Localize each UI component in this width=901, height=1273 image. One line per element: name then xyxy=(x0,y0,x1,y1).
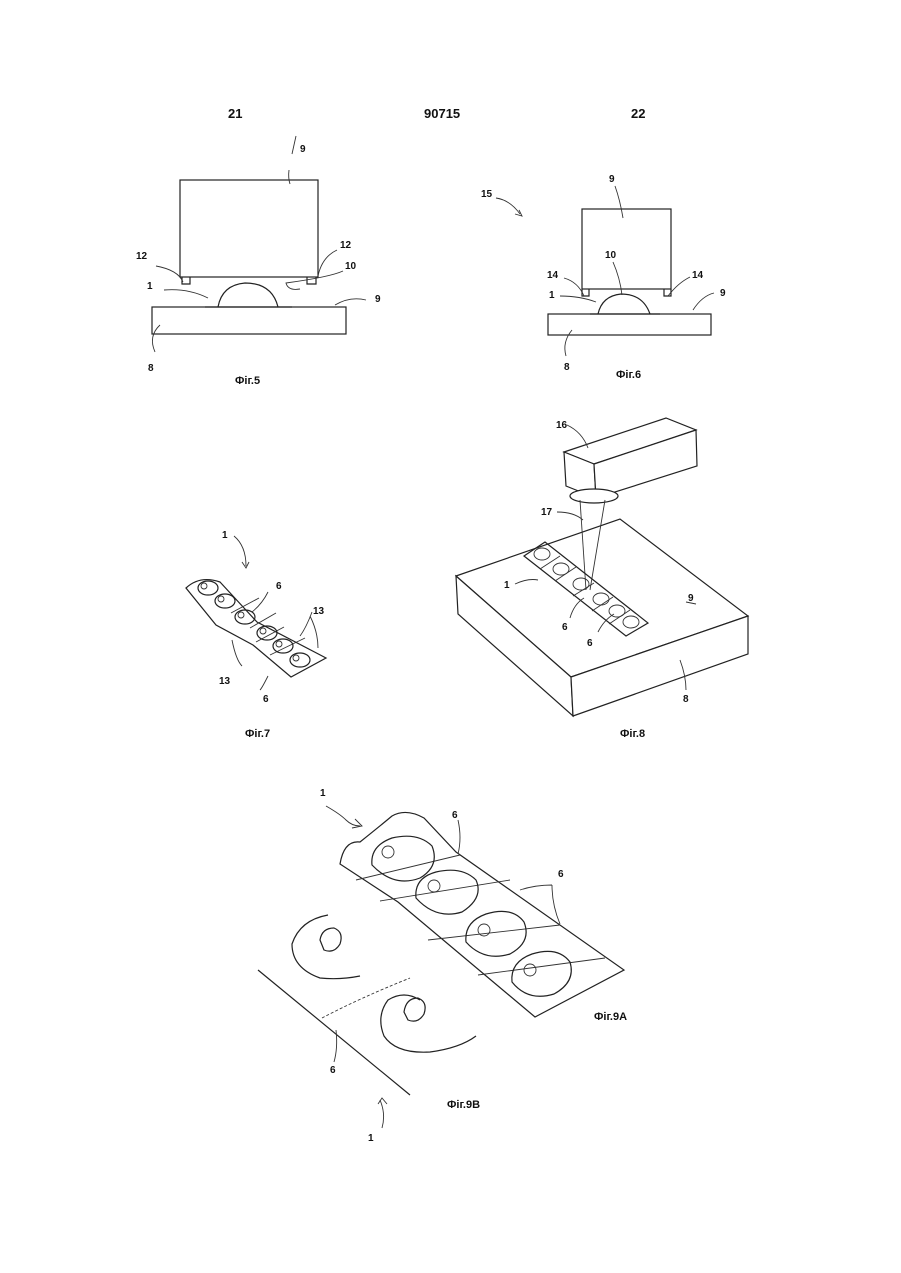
label-14-left: 14 xyxy=(547,270,559,281)
figure-7: 1 6 13 13 6 Фіг.7 xyxy=(186,530,326,740)
label-6-top: 6 xyxy=(276,581,282,592)
label-12-left: 12 xyxy=(136,251,148,262)
label-9-layer: 9 xyxy=(375,294,381,305)
label-16: 16 xyxy=(556,420,568,431)
label-9-top: 9 xyxy=(300,144,306,155)
label-15: 15 xyxy=(481,189,493,200)
label-6-bottom: 6 xyxy=(263,694,269,705)
label-6-right: 6 xyxy=(558,869,564,880)
label-10: 10 xyxy=(345,261,357,272)
caption-fig5: Фіг.5 xyxy=(235,375,260,387)
label-13-right: 13 xyxy=(313,606,325,617)
label-1: 1 xyxy=(504,580,510,591)
label-14-right: 14 xyxy=(692,270,704,281)
figure-9b: 6 1 Фіг.9В xyxy=(258,915,480,1144)
label-6-b: 6 xyxy=(587,638,593,649)
label-1: 1 xyxy=(549,290,555,301)
label-8: 8 xyxy=(683,694,689,705)
caption-fig9a: Фіг.9А xyxy=(594,1011,627,1023)
label-9-top: 9 xyxy=(609,174,615,185)
figure-8: 16 17 1 9 6 6 8 Фіг.8 xyxy=(456,418,748,740)
label-6-a: 6 xyxy=(562,622,568,633)
label-9-layer: 9 xyxy=(720,288,726,299)
label-17: 17 xyxy=(541,507,553,518)
label-1: 1 xyxy=(368,1133,374,1144)
label-6: 6 xyxy=(330,1065,336,1076)
label-10: 10 xyxy=(605,250,617,261)
caption-fig7: Фіг.7 xyxy=(245,728,270,740)
figure-9a: 1 6 6 Фіг.9А xyxy=(320,788,627,1023)
label-1: 1 xyxy=(147,281,153,292)
label-1: 1 xyxy=(320,788,326,799)
label-9: 9 xyxy=(688,593,694,604)
caption-fig8: Фіг.8 xyxy=(620,728,645,740)
caption-fig6: Фіг.6 xyxy=(616,369,641,381)
label-6-top: 6 xyxy=(452,810,458,821)
figure-6: 15 9 10 14 14 1 9 8 Фіг.6 xyxy=(481,174,726,381)
label-12-right: 12 xyxy=(340,240,352,251)
caption-fig9b: Фіг.9В xyxy=(447,1099,480,1111)
label-8: 8 xyxy=(564,362,570,373)
label-13-left: 13 xyxy=(219,676,231,687)
label-8: 8 xyxy=(148,363,154,374)
label-1: 1 xyxy=(222,530,228,541)
figure-5: 9 12 12 10 1 9 8 Фіг.5 xyxy=(136,136,381,387)
